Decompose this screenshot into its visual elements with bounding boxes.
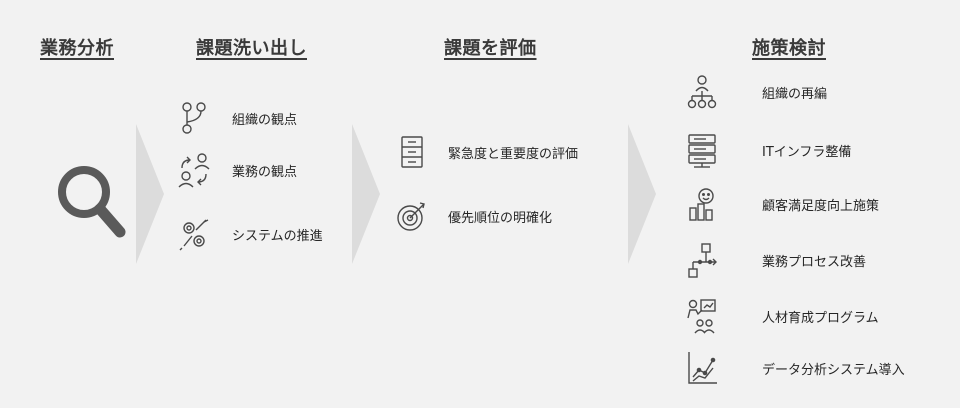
issue-label-org: 組織の観点 [232,112,298,128]
measure-label-training: 人材育成プログラム [762,310,879,326]
measure-item-reorg: 組織の再編 [686,74,827,110]
measure-item-training: 人材育成プログラム [686,298,879,334]
measure-item-cs: 顧客満足度向上施策 [686,186,879,222]
header-analysis: 業務分析 [40,38,114,59]
issue-item-org: 組織の観点 [178,100,297,136]
issue-label-system: システムの推進 [232,228,323,244]
line-chart-icon [686,350,718,386]
header-issues: 課題洗い出し [196,38,307,59]
people-exchange-icon [178,152,210,188]
measure-label-reorg: 組織の再編 [762,86,828,102]
measure-label-infra: ITインフラ整備 [762,144,852,160]
measure-label-cs: 顧客満足度向上施策 [762,198,880,214]
chevron-arrow-3 [628,124,656,264]
process-flow-icon [686,242,718,278]
measure-item-infra: ITインフラ整備 [686,132,851,168]
eval-label-urgency: 緊急度と重要度の評価 [448,146,579,162]
magnifier-icon [52,160,132,244]
header-measures: 施策検討 [752,38,826,59]
target-arrow-icon [396,198,428,234]
measure-item-process: 業務プロセス改善 [686,242,866,278]
org-chart-icon [686,74,718,110]
issue-item-business: 業務の観点 [178,152,297,188]
filing-cabinet-icon [396,134,428,170]
server-rack-icon [686,132,718,168]
chevron-arrow-2 [352,124,380,264]
chevron-arrow-1 [136,124,164,264]
measure-label-data: データ分析システム導入 [762,362,905,378]
issue-label-business: 業務の観点 [232,164,298,180]
issue-item-system: システムの推進 [178,216,323,252]
eval-label-priority: 優先順位の明確化 [448,210,553,226]
training-icon [686,298,718,334]
eval-item-urgency: 緊急度と重要度の評価 [396,134,578,170]
happy-customer-icon [686,186,718,222]
header-evaluation: 課題を評価 [444,38,537,59]
measure-item-data: データ分析システム導入 [686,350,905,386]
measure-label-process: 業務プロセス改善 [762,254,867,270]
gears-wrench-icon [178,216,210,252]
eval-item-priority: 優先順位の明確化 [396,198,552,234]
org-branch-icon [178,100,210,136]
